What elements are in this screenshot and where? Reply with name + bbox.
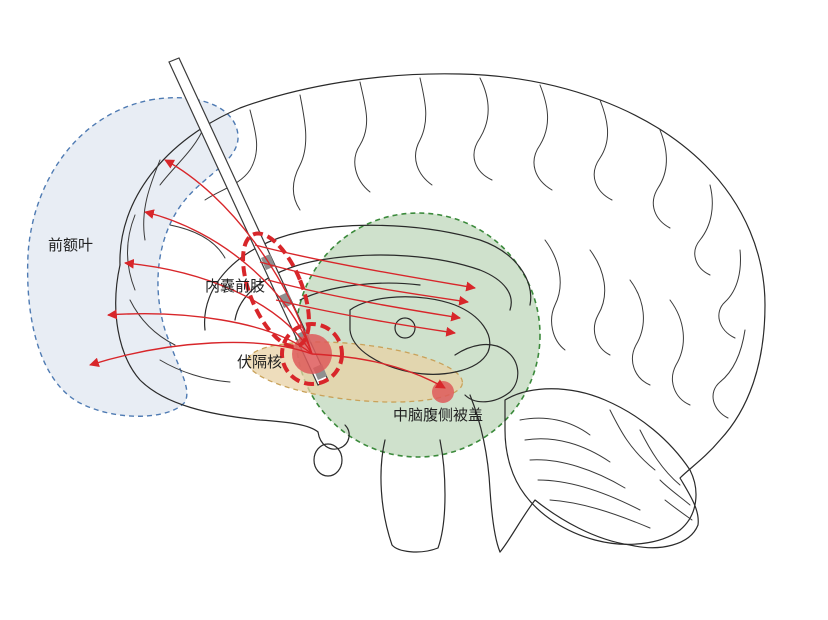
frontal-base-outline [115,264,319,433]
brain-outline [115,73,766,553]
cerebrum-outline [119,73,766,553]
arrow-to-midbrain-4 [275,299,456,337]
thalamus-outline [349,296,491,375]
arrow-to-prefrontal-5 [89,341,313,368]
cerebellum-outline [504,388,697,545]
label-vta: 中脑腹侧被盖 [393,406,483,424]
midbrain-outline [454,343,519,403]
prefrontal-region [26,96,239,417]
brainstem-outline [469,394,501,553]
brainstem-front [380,439,446,553]
arrow-to-vta [311,353,446,389]
arrow-to-prefrontal-4 [107,309,313,355]
arrow-to-prefrontal-1 [164,159,313,355]
electrode-contact-2 [279,292,293,308]
arrow-to-midbrain-1 [254,244,476,292]
vta-dot [432,381,454,403]
anterior-commissure [394,317,416,339]
cortex-sulci [127,77,746,419]
projection-arrows [89,159,476,389]
label-prefrontal: 前额叶 [48,236,93,254]
label-nucleus-accumbens: 伏隔核 [237,353,282,371]
arrow-to-prefrontal-2 [144,209,313,355]
corpus-callosum-inner [234,254,512,321]
fornix-outline [299,282,421,301]
arrow-to-prefrontal-3 [124,258,313,355]
accumbens-target [280,322,344,386]
pituitary-outline [313,443,343,477]
cerebellum [504,388,697,545]
arrow-to-midbrain-3 [267,279,461,322]
hypothalamus-outline [317,424,350,450]
arrow-to-midbrain-2 [259,261,469,306]
corpus-callosum-outer [204,224,532,331]
label-internal-capsule: 内囊前肢 [205,277,265,295]
